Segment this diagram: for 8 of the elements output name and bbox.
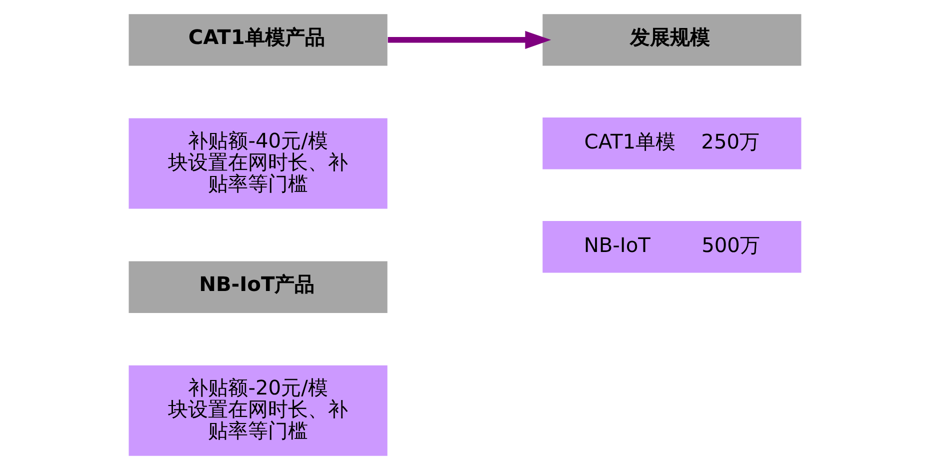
node-box: CAT1单模产品 <box>128 14 388 66</box>
node-box: CAT1单模 250万 <box>542 118 802 170</box>
node-box: 补贴额-20元/模块设置在网时长、补贴率等门槛 <box>128 365 388 456</box>
node-box: 补贴额-40元/模块设置在网时长、补贴率等门槛 <box>128 118 388 209</box>
node-box: NB-IoT 500万 <box>542 221 802 273</box>
node-box: 发展规模 <box>542 14 802 66</box>
arrow <box>388 30 552 50</box>
node-box: NB-IoT产品 <box>128 261 388 313</box>
